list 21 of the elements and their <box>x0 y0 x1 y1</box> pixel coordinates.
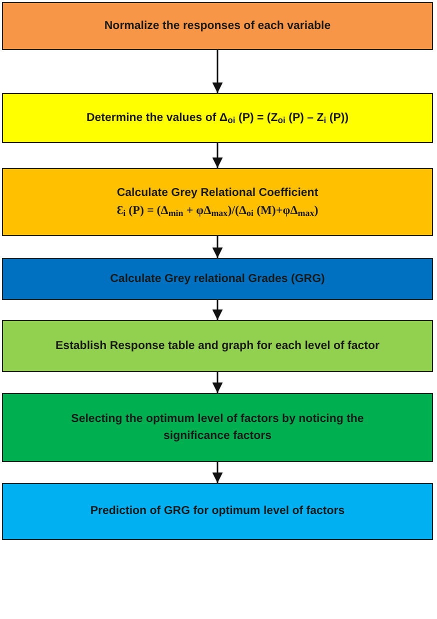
process-box <box>2 168 433 236</box>
step-text: Determine the values of Δ$_{oi}$ (P) = (Z$_{oi}$ (P) – Z$_{i}$ (P)) <box>86 110 349 126</box>
step-text: Selecting the optimum level of factors by noticing the significance factors <box>70 412 365 444</box>
arrow <box>212 50 223 93</box>
arrow <box>212 236 223 258</box>
step-text: Calculate Grey relational Grades (GRG) <box>110 272 325 287</box>
process-box <box>2 93 433 143</box>
arrow <box>212 300 223 320</box>
step-text: Establish Response table and graph for each level of factor <box>56 338 380 354</box>
arrow <box>212 462 223 483</box>
step-text: Prediction of GRG for optimum level of factors <box>90 504 345 520</box>
process-box <box>2 320 433 372</box>
process-box <box>2 393 433 462</box>
arrow <box>212 372 223 393</box>
process-box <box>2 483 433 540</box>
arrow <box>212 143 223 168</box>
step-text: Normalize the responses of each variable <box>104 18 331 34</box>
formula-text: Ɛ$_{i}$ (P) = (Δ$_{min}$ + φΔ$_{max}$)/(Δ$_{oi}$ (M)+φΔ$_{max}$) <box>116 202 318 220</box>
step-text: Calculate Grey Relational Coefficient <box>116 186 318 201</box>
process-box <box>2 2 433 50</box>
process-box <box>2 258 433 300</box>
